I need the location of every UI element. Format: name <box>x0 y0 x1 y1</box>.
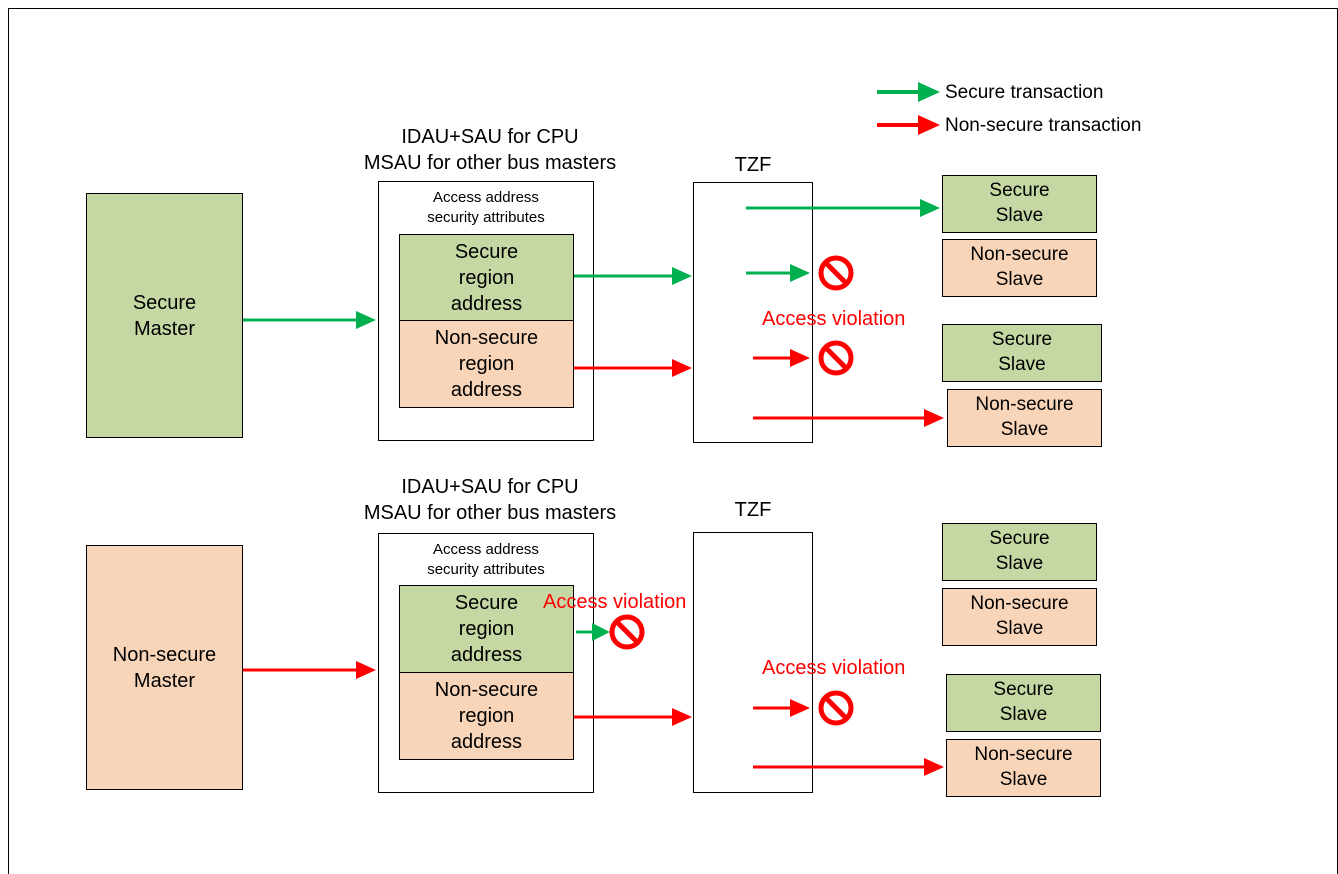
bottom-nonsecure-region-l1: Non-secure <box>434 679 539 701</box>
top-sau-title-line1: IDAU+SAU for CPU <box>401 126 579 148</box>
top-tzf-label: TZF <box>734 154 772 176</box>
bottom-nonsecure-master: Non-secure Master <box>86 545 243 790</box>
bottom-slave-1-l2: Slave <box>995 553 1044 574</box>
bottom-slave-4-l2: Slave <box>999 769 1048 790</box>
top-attr-line2: security attributes <box>427 208 545 226</box>
top-nonsecure-region-l3: address <box>450 379 523 401</box>
bottom-slave-2-l1: Non-secure <box>970 593 1069 615</box>
top-slave-4-l1: Non-secure <box>975 394 1074 416</box>
top-tzf-box <box>693 182 813 443</box>
top-secure-region: Secure region address <box>399 234 574 321</box>
legend-secure-label: Secure transaction <box>945 82 1104 103</box>
bottom-slave-4-l1: Non-secure <box>974 744 1073 766</box>
bottom-nonsecure-region-l3: address <box>450 731 523 753</box>
top-slave-1-l1: Secure <box>989 180 1050 202</box>
top-sau-title: IDAU+SAU for CPU MSAU for other bus mast… <box>340 124 640 176</box>
bottom-nonsecure-region: Non-secure region address <box>399 672 574 760</box>
top-secure-region-l2: region <box>458 266 515 289</box>
bottom-sau-title-line1: IDAU+SAU for CPU <box>401 476 579 498</box>
top-attr-line1: Access address <box>433 189 539 206</box>
legend-nonsecure-label: Non-secure transaction <box>945 115 1142 136</box>
top-access-violation: Access violation <box>762 308 906 330</box>
top-master-line2: Master <box>133 317 196 340</box>
top-slave-4-l2: Slave <box>1000 419 1049 440</box>
bottom-master-line2: Master <box>133 669 196 692</box>
top-slave-2-l2: Slave <box>995 269 1044 290</box>
top-nonsecure-region-l1: Non-secure <box>434 327 539 349</box>
bottom-tzf-box <box>693 532 813 793</box>
top-slave-1-l2: Slave <box>995 205 1044 226</box>
top-slave-3-l2: Slave <box>998 354 1046 375</box>
bottom-nonsecure-region-l2: region <box>458 705 515 727</box>
bottom-slave-3-l2: Slave <box>999 704 1048 725</box>
bottom-tzf-label: TZF <box>734 499 772 521</box>
top-slave-2-l1: Non-secure <box>970 244 1069 266</box>
bottom-slave-2-l2: Slave <box>995 618 1044 639</box>
bottom-attr-line1: Access address <box>433 541 539 558</box>
bottom-secure-region-l2: region <box>458 618 515 640</box>
bottom-master-line1: Non-secure <box>112 643 217 666</box>
top-secure-region-l3: address <box>450 292 523 315</box>
top-nonsecure-region-l2: region <box>458 353 515 375</box>
bottom-slave-1-l1: Secure <box>989 528 1050 550</box>
bottom-sau-title: IDAU+SAU for CPU MSAU for other bus mast… <box>340 474 640 526</box>
top-secure-master: Secure Master <box>86 193 243 438</box>
bottom-slave-3-l1: Secure <box>993 679 1054 701</box>
top-secure-region-l1: Secure <box>454 240 519 263</box>
bottom-secure-region-l3: address <box>450 644 523 666</box>
top-nonsecure-region: Non-secure region address <box>399 320 574 408</box>
bottom-sau-access-violation: Access violation <box>543 591 687 613</box>
top-slave-3-l1: Secure <box>991 329 1053 351</box>
top-sau-title-line2: MSAU for other bus masters <box>363 152 617 174</box>
bottom-tzf-access-violation: Access violation <box>762 657 906 679</box>
top-master-line1: Secure <box>132 291 197 314</box>
bottom-sau-title-line2: MSAU for other bus masters <box>363 502 617 524</box>
bottom-secure-region-l1: Secure <box>454 592 519 614</box>
bottom-attr-line2: security attributes <box>427 560 545 578</box>
